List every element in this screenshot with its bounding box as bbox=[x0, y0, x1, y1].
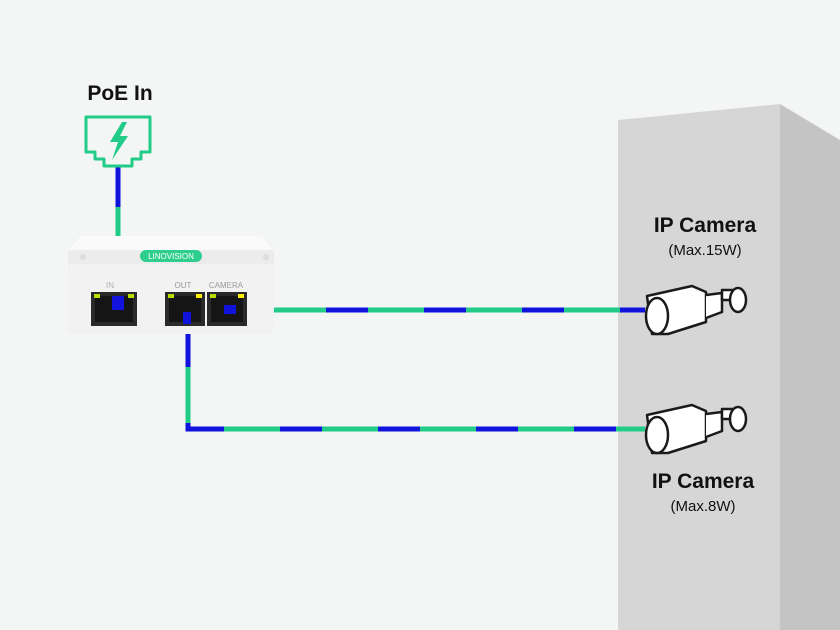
port-in-label: IN bbox=[106, 281, 114, 290]
wall-side bbox=[780, 104, 840, 630]
lightning-bolt-icon bbox=[110, 122, 128, 160]
port-in bbox=[91, 292, 137, 326]
ethernet-lightning-icon bbox=[84, 115, 152, 168]
wall-front bbox=[618, 104, 780, 630]
camera-1-power: (Max.15W) bbox=[668, 242, 742, 259]
poe-in-label: PoE In bbox=[87, 82, 153, 105]
brand-text: LINOVISION bbox=[148, 252, 194, 261]
cables bbox=[115, 165, 645, 432]
brand-badge bbox=[140, 250, 202, 262]
port-out-label: OUT bbox=[175, 281, 192, 290]
wall bbox=[618, 104, 840, 630]
plug-in bbox=[112, 296, 124, 310]
camera-1-title: IP Camera bbox=[653, 214, 757, 237]
camera-2-title: IP Camera bbox=[651, 470, 755, 493]
poe-splitter-device: LINOVISION IN OUT CAMERA bbox=[68, 236, 274, 334]
camera-2-power: (Max.8W) bbox=[670, 498, 736, 515]
ip-camera-1-icon bbox=[644, 284, 748, 336]
plug-out bbox=[183, 312, 191, 324]
cable-camera-2 bbox=[185, 325, 645, 432]
plug-camera bbox=[224, 305, 236, 314]
port-camera-label: CAMERA bbox=[209, 281, 244, 290]
ip-camera-2-icon bbox=[644, 403, 748, 455]
